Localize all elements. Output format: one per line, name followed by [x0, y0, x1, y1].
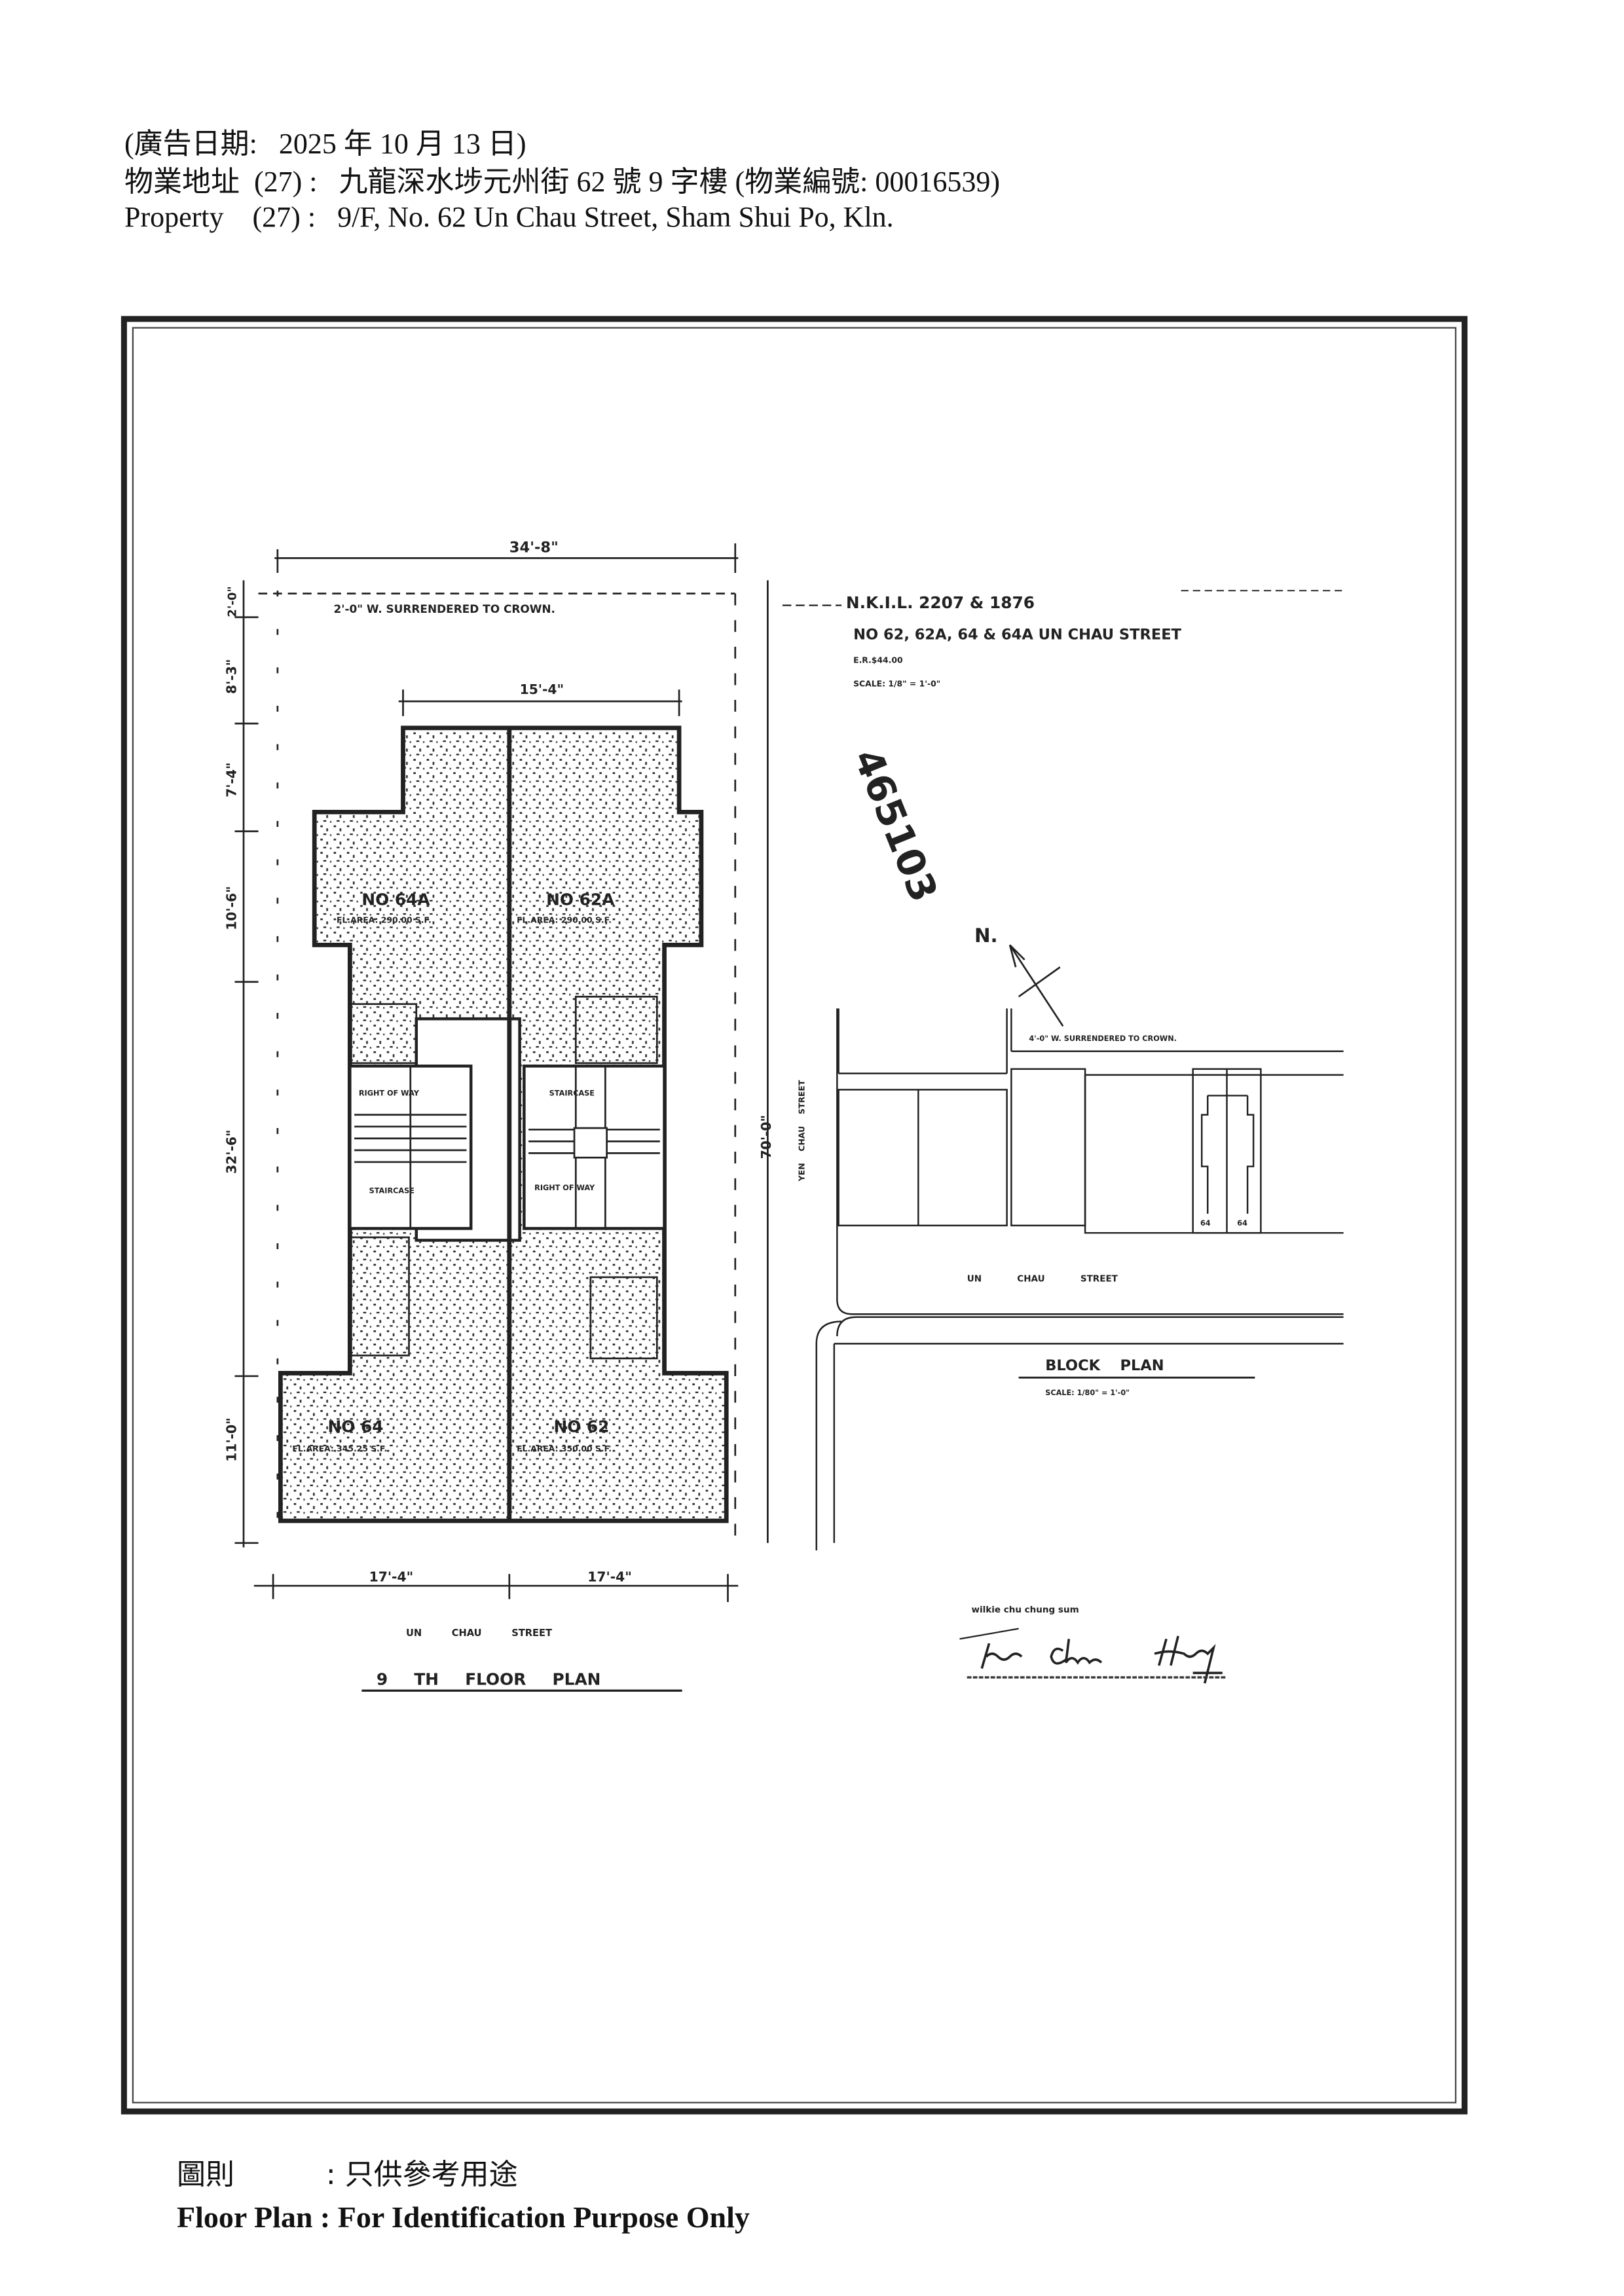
left-dim-4: 10'-6"	[224, 886, 240, 930]
block-surrender-note: 4'-0" W. SURRENDERED TO CROWN.	[1029, 1034, 1177, 1043]
bottom-dim-left: 17'-4"	[369, 1569, 414, 1584]
handwritten-signature	[980, 1635, 1223, 1684]
left-dim-5: 32'-6"	[224, 1129, 240, 1174]
bottom-dim-right: 17'-4"	[587, 1569, 632, 1584]
block-plan-title: BLOCK PLAN	[1045, 1357, 1164, 1374]
document-frame-inner	[132, 327, 1457, 2104]
overall-width-label: 34'-8"	[509, 539, 559, 556]
unit-62-area: FL.AREA: 350.00 S.F.	[517, 1444, 612, 1453]
handwritten-reference: 465103	[845, 742, 946, 907]
premises-label: NO 62, 62A, 64 & 64A UN CHAU STREET	[853, 627, 1181, 644]
address-english-label: Property (27) :	[124, 201, 316, 233]
document-frame	[120, 316, 1468, 2115]
address-english: Property (27) : 9/F, No. 62 Un Chau Stre…	[124, 203, 894, 232]
block-street-label: UN CHAU STREET	[967, 1274, 1118, 1285]
disclaimer-english: Floor Plan : For Identification Purpose …	[177, 2200, 750, 2234]
floor-plan-street-label: UN CHAU STREET	[406, 1628, 552, 1639]
lot-number: N.K.I.L. 2207 & 1876	[846, 593, 1035, 612]
lot-label-left: 64	[1200, 1219, 1211, 1228]
north-label: N.	[974, 924, 998, 947]
address-chinese-value: 九龍深水埗元州街 62 號 9 字樓 (物業編號: 00016539)	[339, 166, 1001, 198]
right-of-way-right: RIGHT OF WAY	[534, 1184, 595, 1192]
scale-top-label: SCALE: 1/8" = 1'-0"	[853, 679, 940, 689]
advertisement-date: (廣告日期: 2025 年 10 月 13 日)	[124, 128, 526, 160]
signatory-name-line: wilkie chu chung sum	[971, 1605, 1079, 1615]
fee-label: E.R.$44.00	[853, 655, 903, 665]
staircase-right	[523, 1065, 666, 1230]
block-plan-scale: SCALE: 1/80" = 1'-0"	[1045, 1389, 1130, 1397]
unit-64-area: FL.AREA: 345.25 S.F.	[292, 1444, 387, 1453]
unit-64a-label: NO 64A	[361, 890, 430, 909]
address-chinese-label: 物業地址 (27) :	[124, 166, 318, 198]
unit-62a-area: FL.AREA: 290.00 S.F.	[517, 915, 612, 925]
unit-62a-label: NO 62A	[546, 890, 615, 909]
surrender-note: 2'-0" W. SURRENDERED TO CROWN.	[334, 602, 555, 615]
unit-62-label: NO 62	[553, 1417, 609, 1436]
left-dim-2: 8'-3"	[224, 659, 240, 694]
depth-dim-label: 70'-0"	[758, 1115, 774, 1159]
lot-label-right: 64	[1237, 1219, 1247, 1228]
signature-block: wilkie chu chung sum	[959, 1605, 1226, 1684]
unit-64-label: NO 64	[328, 1417, 384, 1436]
address-english-value: 9/F, No. 62 Un Chau Street, Sham Shui Po…	[337, 201, 894, 233]
floor-plan-title: 9 TH FLOOR PLAN	[377, 1669, 601, 1688]
upper-width-label: 15'-4"	[520, 682, 564, 697]
block-plan-map	[815, 1008, 1344, 1551]
right-of-way-left: RIGHT OF WAY	[359, 1089, 420, 1097]
left-dim-3: 7'-4"	[224, 762, 240, 797]
disclaimer-chinese: 圖則 : 只供參考用途	[177, 2158, 518, 2191]
left-dim-1: 2'-0"	[226, 586, 240, 617]
staircase-right-label: STAIRCASE	[549, 1089, 595, 1097]
staircase-left-label: STAIRCASE	[369, 1186, 415, 1195]
unit-64a-area: FL.AREA: 290.00 S.F.	[337, 915, 432, 925]
left-dim-6: 11'-0"	[224, 1417, 240, 1462]
address-chinese: 物業地址 (27) : 九龍深水埗元州街 62 號 9 字樓 (物業編號: 00…	[124, 168, 1000, 196]
north-arrow-icon	[1008, 944, 1064, 1027]
side-street-label: YEN CHAU STREET	[797, 1080, 807, 1182]
